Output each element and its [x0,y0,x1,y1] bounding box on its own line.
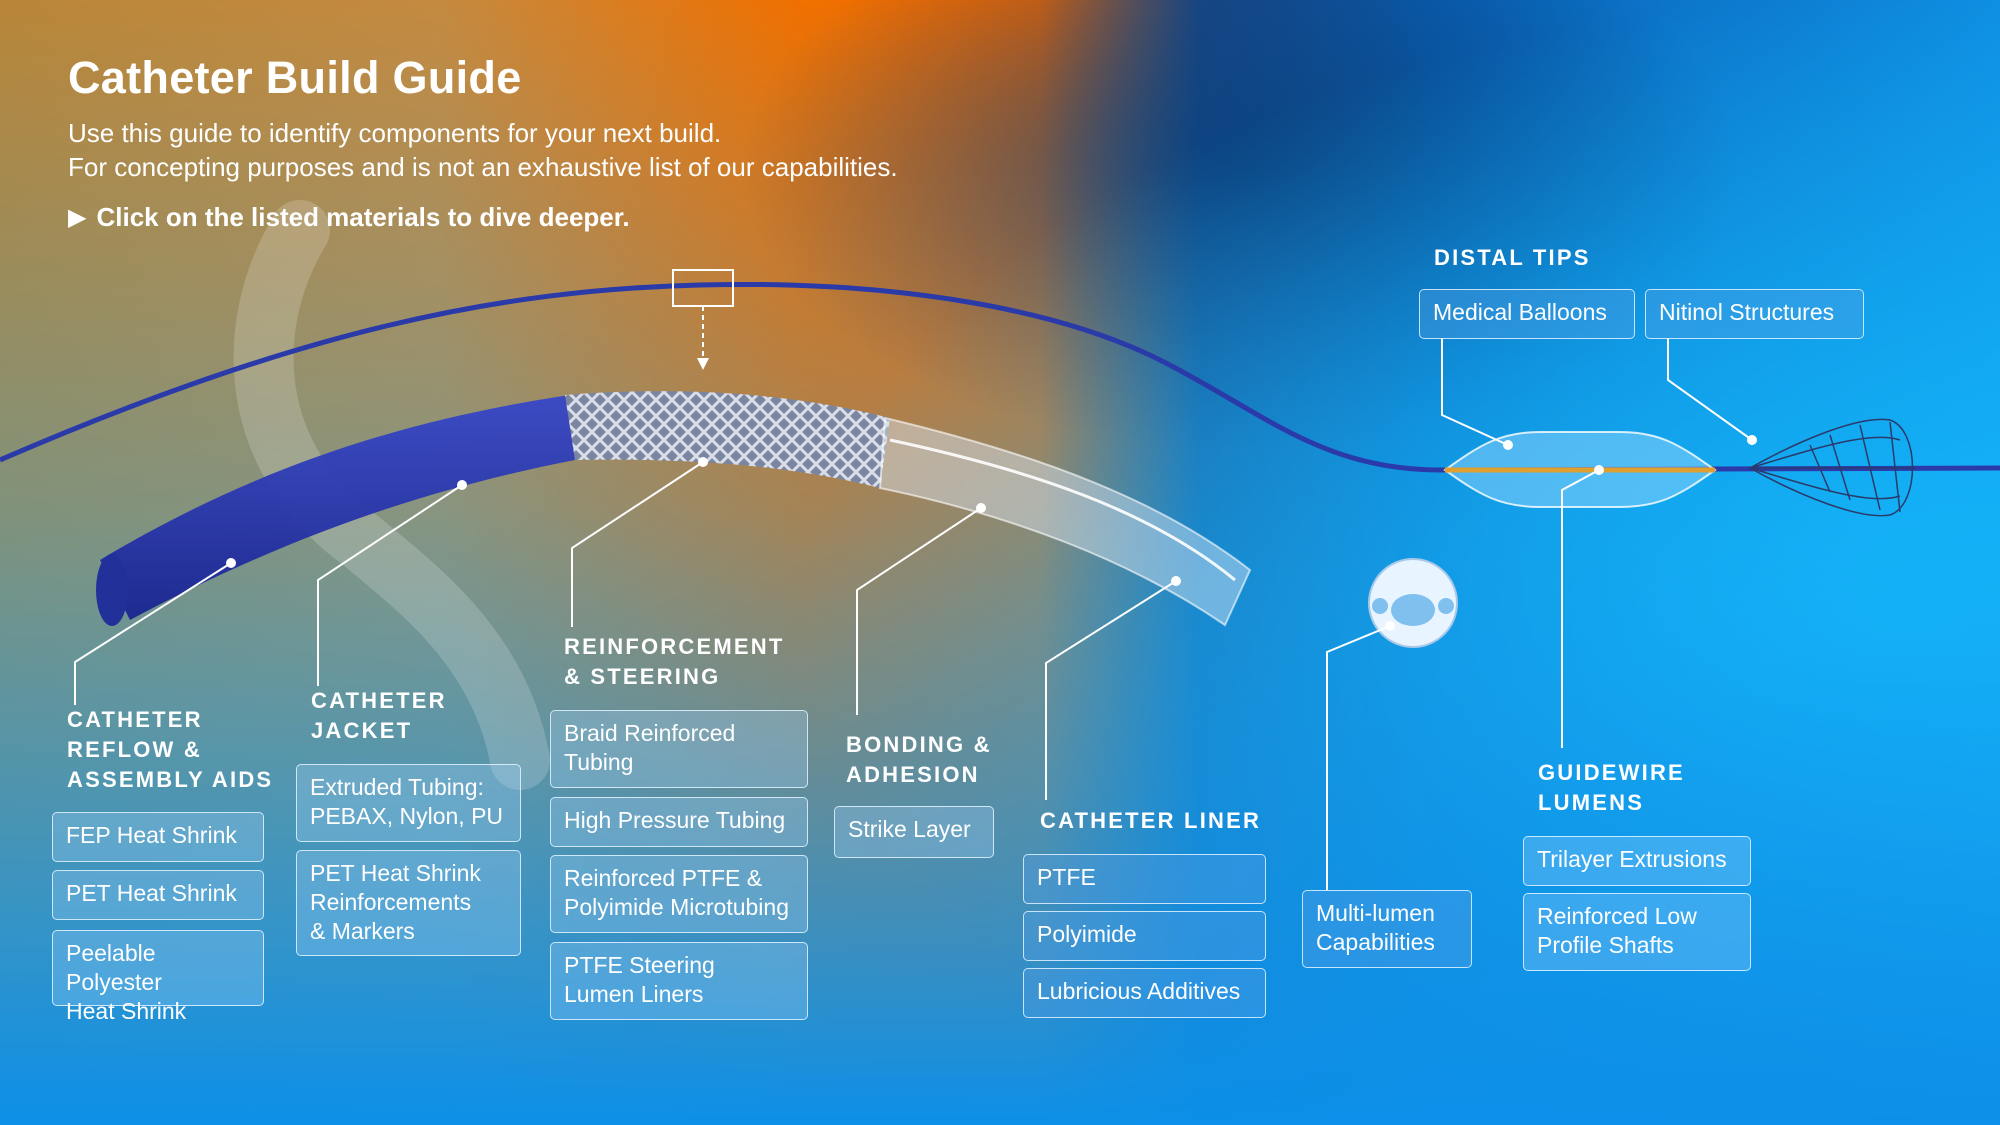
chip-pet-reinforcements[interactable]: PET Heat Shrink Reinforcements & Markers [296,850,521,956]
heading-reflow: CATHETER REFLOW & ASSEMBLY AIDS [67,707,274,792]
heading-bonding: BONDING & ADHESION [846,732,992,787]
chip-peelable-polyester[interactable]: Peelable Polyester Heat Shrink [52,930,264,1024]
chip-high-pressure[interactable]: High Pressure Tubing [550,797,808,847]
chip-lubricious-additives[interactable]: Lubricious Additives [1023,968,1266,1018]
page-title: Catheter Build Guide [68,52,522,103]
cta-text: Click on the listed materials to dive de… [96,202,630,232]
chip-medical-balloons[interactable]: Medical Balloons [1419,289,1635,339]
heading-guidewire: GUIDEWIRE LUMENS [1538,760,1685,815]
chip-braid-reinforced[interactable]: Braid Reinforced Tubing [550,710,808,788]
heading-jacket: CATHETER JACKET [311,688,447,743]
chip-pet-heat-shrink[interactable]: PET Heat Shrink [52,870,264,920]
translucent-tube-loop [233,200,550,790]
catheter-jacket [100,395,575,620]
chip-fep-heat-shrink[interactable]: FEP Heat Shrink [52,812,264,862]
multi-lumen-ring [1368,558,1458,648]
heading-distal-tips: DISTAL TIPS [1434,245,1591,270]
heading-liner: CATHETER LINER [1040,808,1262,833]
call-to-action: ▶ Click on the listed materials to dive … [68,202,630,233]
subtitle-line-2: For concepting purposes and is not an ex… [68,152,898,182]
chip-trilayer-extrusions[interactable]: Trilayer Extrusions [1523,836,1751,886]
braid-section [565,391,890,488]
chip-polyimide[interactable]: Polyimide [1023,911,1266,961]
chip-extruded-tubing[interactable]: Extruded Tubing: PEBAX, Nylon, PU [296,764,521,842]
heading-reinforcement: REINFORCEMENT & STEERING [564,634,785,689]
subtitle-line-1: Use this guide to identify components fo… [68,118,722,148]
leader-dots [226,435,1757,631]
chip-reinforced-ptfe[interactable]: Reinforced PTFE & Polyimide Microtubing [550,855,808,933]
jacket-end [96,554,128,626]
chip-multi-lumen[interactable]: Multi-lumen Capabilities [1302,890,1472,968]
nitinol-structure [1748,418,1915,517]
leader-lines [74,338,1753,890]
chip-ptfe-steering[interactable]: PTFE Steering Lumen Liners [550,942,808,1020]
play-arrow-icon: ▶ [68,204,87,231]
chip-nitinol-structures[interactable]: Nitinol Structures [1645,289,1864,339]
chip-strike-layer[interactable]: Strike Layer [834,806,994,858]
chip-ptfe[interactable]: PTFE [1023,854,1266,904]
liner-section [878,416,1252,627]
chip-reinforced-low-profile[interactable]: Reinforced Low Profile Shafts [1523,893,1751,971]
guidewire [0,281,2000,473]
